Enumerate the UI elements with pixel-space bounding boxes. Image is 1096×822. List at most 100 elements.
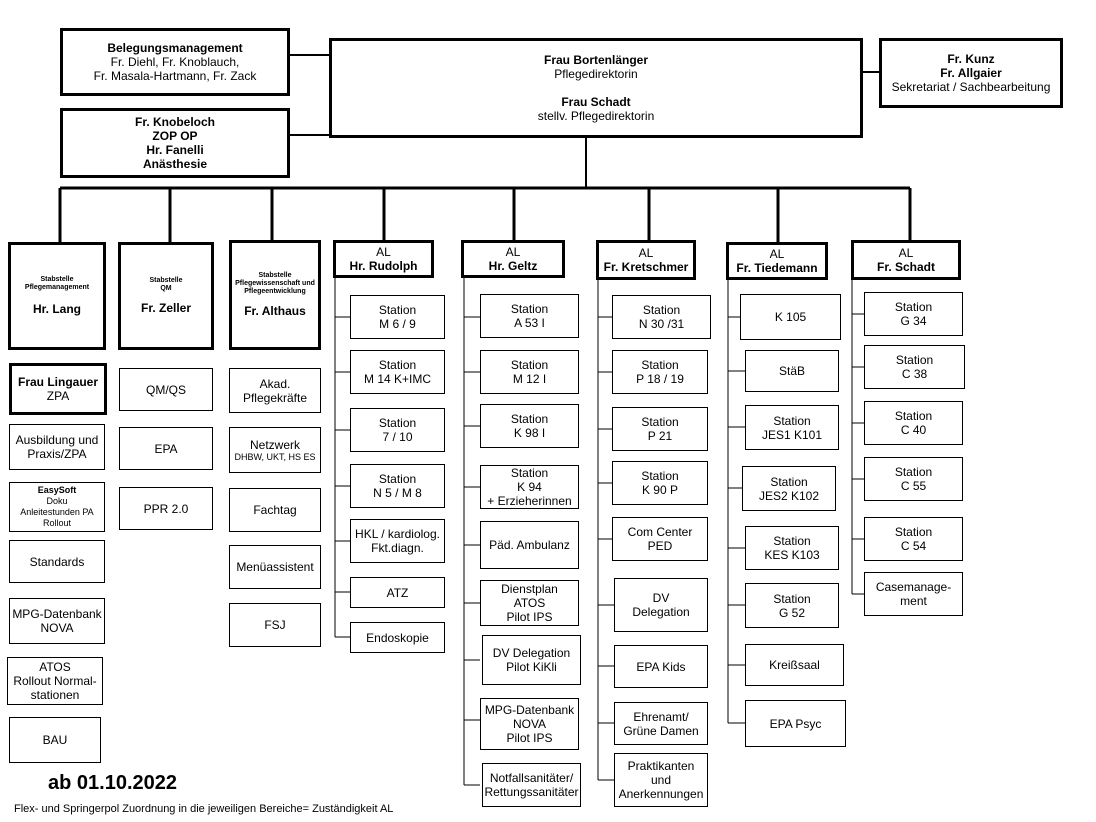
stabstelle-pflegemanagement: Stabstelle Pflegemanagement Hr. Lang: [8, 242, 106, 350]
tiedemann-item: StäB: [745, 350, 839, 392]
director-name: Frau Bortenlänger: [543, 53, 648, 67]
schadt-item-text: Station C 38: [895, 353, 934, 381]
al-geltz: AL Hr. Geltz: [461, 240, 565, 278]
kretschmer-item: DV Delegation: [614, 578, 708, 632]
rudolph-item: Endoskopie: [350, 622, 445, 653]
geltz-item: Station K 94 + Erzieherinnen: [480, 465, 579, 509]
effective-date: ab 01.10.2022: [48, 772, 177, 794]
lingauer-zpa-box: Frau Lingauer ZPA: [9, 363, 107, 415]
al-geltz-name: Hr. Geltz: [488, 259, 538, 273]
al-tiedemann-label: AL: [769, 247, 785, 261]
kretschmer-item-text: Praktikanten und Anerkennungen: [618, 759, 704, 801]
tiedemann-item: K 105: [740, 294, 841, 340]
mpg-datenbank-box: MPG-Datenbank NOVA: [9, 598, 105, 644]
tiedemann-item: Station JES1 K101: [745, 405, 839, 450]
al-schadt-label: AL: [898, 246, 914, 260]
rudolph-item-text: Endoskopie: [366, 630, 429, 645]
schadt-item: Station C 40: [864, 401, 963, 445]
geltz-item: Station A 53 I: [480, 294, 579, 338]
belegungsmanagement-title: Belegungsmanagement: [107, 41, 243, 55]
kretschmer-item-text: Com Center PED: [627, 525, 693, 553]
geltz-item-text: Station M 12 I: [510, 358, 549, 386]
rudolph-item-text: Station M 14 K+IMC: [363, 358, 432, 386]
secretariat-names: Fr. Kunz Fr. Allgaier: [940, 52, 1002, 80]
geltz-item: Notfallsanitäter/ Rettungssanitäter: [482, 763, 581, 807]
deputy-role: stellv. Pflegedirektorin: [537, 109, 655, 123]
stabstelle-pflegewissenschaft: Stabstelle Pflegewissenschaft und Pflege…: [229, 240, 321, 350]
geltz-item-text: Station K 94 + Erzieherinnen: [487, 466, 572, 508]
standards-box: Standards: [9, 540, 105, 583]
kretschmer-item: EPA Kids: [614, 645, 708, 688]
geltz-item: Station K 98 I: [480, 404, 579, 448]
stabstelle-qm-label: Stabstelle QM: [149, 277, 183, 292]
kretschmer-item: Ehrenamt/ Grüne Damen: [614, 702, 708, 745]
al-kretschmer-label: AL: [638, 246, 654, 260]
epa-box: EPA: [119, 427, 213, 470]
easysoft-title: EasySoft: [37, 485, 77, 495]
tiedemann-item: Station JES2 K102: [742, 466, 836, 511]
zop-anaesthesie-box: Fr. Knobeloch ZOP OP Hr. Fanelli Anästhe…: [60, 108, 290, 178]
al-tiedemann: AL Fr. Tiedemann: [726, 242, 828, 280]
rudolph-item: Station N 5 / M 8: [350, 464, 445, 508]
ausbildung-text: Ausbildung und Praxis/ZPA: [15, 433, 99, 461]
rudolph-item: HKL / kardiolog. Fkt.diagn.: [350, 519, 445, 563]
tiedemann-item: EPA Psyc: [745, 700, 846, 747]
qmqs-box: QM/QS: [119, 368, 213, 411]
easysoft-box: EasySoft Doku Anleitestunden PA Rollout: [9, 482, 105, 532]
atos-rollout-text: ATOS Rollout Normal- stationen: [13, 660, 97, 702]
belegungsmanagement-members: Fr. Diehl, Fr. Knoblauch, Fr. Masala-Har…: [93, 55, 257, 83]
rudolph-item-text: ATZ: [386, 585, 409, 600]
al-schadt-name: Fr. Schadt: [876, 260, 935, 274]
schadt-item: Casemanage- ment: [864, 572, 963, 616]
stabstelle-qm: Stabstelle QM Fr. Zeller: [118, 242, 214, 350]
schadt-item-text: Station C 55: [894, 465, 933, 493]
al-rudolph: AL Hr. Rudolph: [333, 240, 434, 278]
stabstelle-qm-name: Fr. Zeller: [140, 301, 192, 315]
mpg-datenbank-text: MPG-Datenbank NOVA: [12, 607, 102, 635]
al-rudolph-name: Hr. Rudolph: [349, 259, 418, 273]
akad-text: Akad. Pflegekräfte: [242, 376, 308, 405]
secretariat-role: Sekretariat / Sachbearbeitung: [891, 80, 1051, 94]
menueassistent-box: Menüassistent: [229, 545, 321, 589]
zeller-item-text: EPA: [154, 441, 178, 456]
zeller-item-text: PPR 2.0: [143, 501, 189, 516]
ppr-box: PPR 2.0: [119, 487, 213, 530]
rudolph-item: ATZ: [350, 577, 445, 608]
tiedemann-item-text: StäB: [778, 364, 805, 378]
atos-rollout-box: ATOS Rollout Normal- stationen: [7, 657, 103, 705]
tiedemann-item-text: EPA Psyc: [769, 716, 822, 731]
stabstelle-pflegewissenschaft-label: Stabstelle Pflegewissenschaft und Pflege…: [235, 272, 315, 295]
deputy-name: Frau Schadt: [561, 95, 631, 109]
kretschmer-item-text: DV Delegation: [632, 591, 690, 619]
schadt-item-text: Station G 34: [894, 300, 933, 328]
schadt-item: Station G 34: [864, 292, 963, 336]
schadt-item-text: Station C 40: [894, 409, 933, 437]
tiedemann-item-text: Kreißsaal: [769, 658, 820, 672]
kretschmer-item: Station P 18 / 19: [612, 350, 708, 394]
kretschmer-item-text: Station K 90 P: [641, 469, 679, 497]
tiedemann-item: Kreißsaal: [745, 644, 844, 686]
rudolph-item-text: Station M 6 / 9: [378, 303, 417, 331]
standards-text: Standards: [29, 554, 85, 569]
lingauer-unit: ZPA: [46, 389, 70, 403]
geltz-item-text: Päd. Ambulanz: [489, 538, 570, 552]
rudolph-item-text: Station 7 / 10: [378, 416, 417, 444]
director-role: Pflegedirektorin: [554, 67, 638, 81]
ausbildung-box: Ausbildung und Praxis/ZPA: [9, 424, 105, 470]
geltz-item-text: Station K 98 I: [510, 412, 549, 440]
al-schadt: AL Fr. Schadt: [851, 240, 961, 280]
director-box: Frau Bortenlänger Pflegedirektorin Frau …: [329, 38, 863, 138]
lingauer-name: Frau Lingauer: [17, 375, 98, 389]
geltz-item: Station M 12 I: [480, 350, 579, 394]
geltz-item-text: DV Delegation Pilot KiKli: [492, 646, 571, 674]
kretschmer-item-text: Ehrenamt/ Grüne Damen: [623, 709, 699, 738]
belegungsmanagement-box: Belegungsmanagement Fr. Diehl, Fr. Knobl…: [60, 28, 290, 96]
schadt-item: Station C 38: [864, 345, 965, 389]
easysoft-details: Doku Anleitestunden PA Rollout: [20, 496, 94, 528]
schadt-item-text: Casemanage- ment: [875, 580, 952, 608]
kretschmer-item: Station N 30 /31: [612, 295, 711, 339]
tiedemann-item: Station KES K103: [745, 526, 839, 570]
tiedemann-item-text: Station KES K103: [764, 534, 820, 562]
akad-pflegekraefte-box: Akad. Pflegekräfte: [229, 368, 321, 413]
